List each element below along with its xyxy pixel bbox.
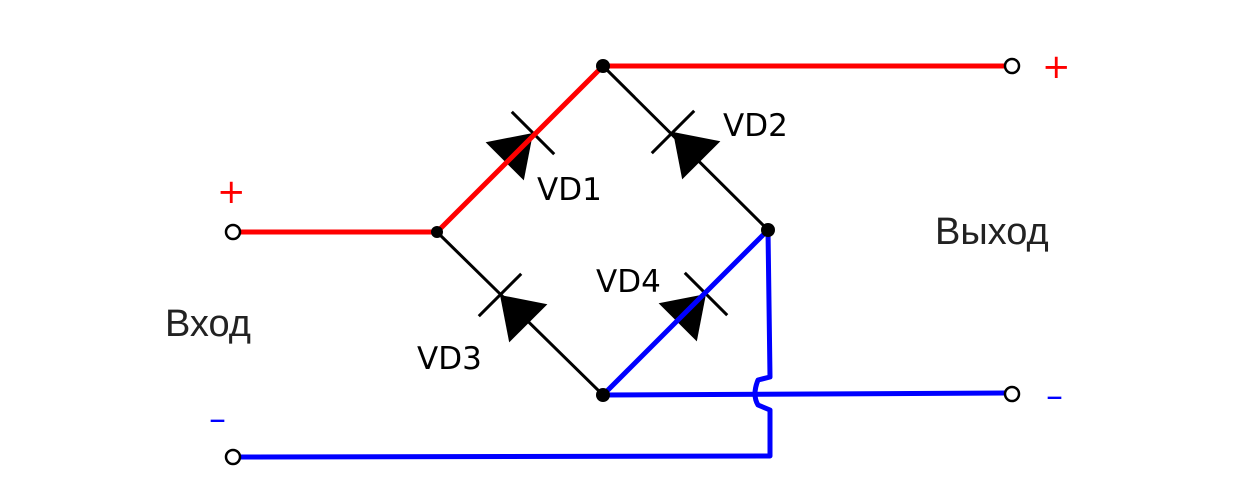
label-vd3: VD3 xyxy=(417,341,482,377)
output-plus-sign: + xyxy=(1042,47,1071,87)
diode-vd3 xyxy=(477,272,548,343)
input-minus-terminal xyxy=(224,448,242,466)
label-vd2: VD2 xyxy=(723,108,788,144)
label-output: Выход xyxy=(935,211,1049,253)
output-minus-sign: – xyxy=(1046,376,1063,416)
label-input: Вход xyxy=(165,303,251,345)
input-plus-sign: + xyxy=(217,172,246,212)
negative-current-path xyxy=(239,228,1007,460)
output-minus-terminal xyxy=(1003,385,1021,403)
terminals xyxy=(224,57,1021,466)
bridge-edges xyxy=(435,64,770,397)
label-vd4: VD4 xyxy=(596,264,661,300)
label-vd1: VD1 xyxy=(537,172,602,208)
input-minus-sign: – xyxy=(209,399,226,439)
input-plus-terminal xyxy=(224,223,242,241)
positive-current-path xyxy=(240,63,1006,235)
output-plus-terminal xyxy=(1003,57,1021,75)
junction-nodes xyxy=(431,59,775,402)
diode-vd2 xyxy=(650,109,721,180)
